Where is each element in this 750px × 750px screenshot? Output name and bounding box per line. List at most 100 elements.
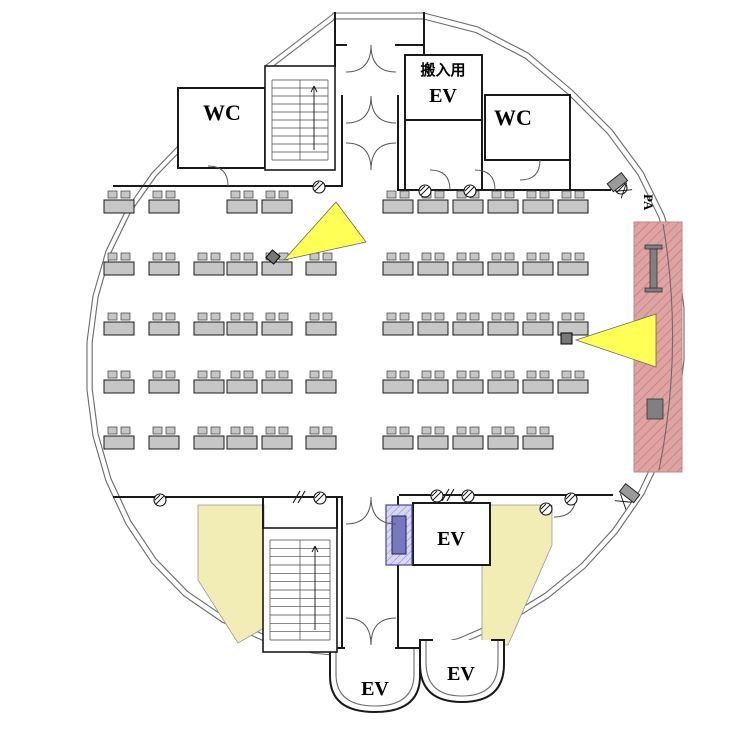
zone-bottom-right [481,504,553,646]
staircases [262,65,338,653]
banquet-table [452,426,484,450]
projector-beams [265,201,657,368]
stage-curve [658,223,674,471]
banquet-table [557,190,589,214]
banquet-table [382,370,414,394]
column-marker [539,502,553,516]
banquet-table [487,252,519,276]
banquet-table [382,252,414,276]
banquet-table [103,252,135,276]
column-marker [153,493,167,507]
banquet-table [148,370,180,394]
banquet-table [226,426,258,450]
ev-center-label: EV [437,528,465,550]
zone-bottom-left [197,504,265,644]
banquet-table [226,190,258,214]
banquet-table [522,312,554,336]
pa-label: PA [641,194,656,211]
room-wc-left [177,87,266,169]
banquet-table [193,312,225,336]
service-ev-label-line1: 搬入用 [420,61,465,79]
banquet-table [452,370,484,394]
door-ticks [292,488,455,504]
banquet-table [417,426,449,450]
banquet-table [522,370,554,394]
banquet-table [148,312,180,336]
banquet-table [557,370,589,394]
column-marker [418,184,432,198]
elevator-car [391,515,407,555]
column-marker [312,180,326,194]
column-marker [564,492,578,506]
banquet-table [487,426,519,450]
banquet-table [103,190,135,214]
banquet-table [305,370,337,394]
room-service-ev [404,54,483,121]
banquet-table [487,370,519,394]
banquet-table [103,370,135,394]
ev-bay-right-label: EV [447,663,475,685]
banquet-table [417,252,449,276]
banquet-table [522,190,554,214]
service-ev-label-line2: EV [429,85,457,107]
banquet-table [487,312,519,336]
banquet-table [557,312,589,336]
speaker-top-right-icon [606,172,633,199]
banquet-table [148,426,180,450]
banquet-table [226,252,258,276]
banquet-table [382,190,414,214]
banquet-table [226,370,258,394]
ev-bay-left-shape [329,647,421,714]
room-ev-center [412,502,491,566]
speaker-bottom-right-icon [614,483,641,510]
banquet-table [148,252,180,276]
banquet-table [193,370,225,394]
banquet-table [522,252,554,276]
beam-left [282,201,367,261]
banquet-table [522,426,554,450]
column-markers [153,180,628,516]
banquet-table [452,312,484,336]
beam-right [574,313,657,368]
room-wc-right [484,94,571,161]
banquet-table [226,312,258,336]
staircase [262,527,338,653]
staircase [264,65,336,171]
banquet-table [487,190,519,214]
banquet-tables [103,190,589,450]
banquet-table [305,252,337,276]
banquet-table [193,426,225,450]
column-marker [313,491,327,505]
elevator-shaft [385,504,413,566]
door-arcs [207,44,577,646]
interior-walls [113,12,613,649]
banquet-table [417,370,449,394]
stage-equipment-box [646,398,664,420]
ev-bay-right-shape [419,639,505,704]
wc-left-label: WC [203,100,241,125]
banquet-table [193,252,225,276]
wc-right-label: WC [494,105,532,130]
column-marker [430,489,444,503]
banquet-table [261,426,293,450]
banquet-table [305,312,337,336]
banquet-table [382,312,414,336]
banquet-table [557,252,589,276]
banquet-table [417,312,449,336]
column-marker [463,184,477,198]
projector-right-icon [560,332,573,345]
banquet-table [452,252,484,276]
banquet-table [261,190,293,214]
banquet-table [261,312,293,336]
banquet-table [382,426,414,450]
ev-bay-left-label: EV [361,678,389,700]
banquet-table [148,190,180,214]
projector-left-icon [265,249,281,265]
stage-equipment-ibeam [644,244,663,293]
banquet-table [305,426,337,450]
column-marker [461,489,475,503]
banquet-table [103,312,135,336]
banquet-table [103,426,135,450]
